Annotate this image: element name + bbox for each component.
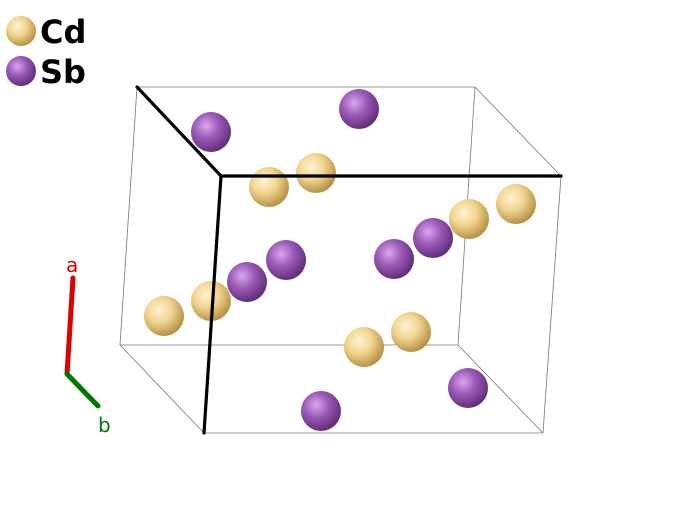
legend-item-cd: Cd bbox=[6, 13, 86, 51]
cell-edge-bold bbox=[135, 85, 223, 178]
unit-cell-bold-edges bbox=[135, 85, 563, 435]
atom-cd[interactable] bbox=[449, 199, 489, 239]
legend-item-sb: Sb bbox=[6, 53, 86, 91]
atom-sb[interactable] bbox=[266, 240, 306, 280]
atom-cd[interactable] bbox=[496, 184, 536, 224]
legend: Cd Sb bbox=[6, 13, 86, 91]
cell-edge bbox=[119, 86, 138, 346]
atoms-layer bbox=[144, 89, 536, 431]
cell-edge bbox=[474, 86, 562, 177]
atom-cd[interactable] bbox=[191, 281, 231, 321]
cell-edge bbox=[457, 344, 544, 434]
atom-sb[interactable] bbox=[191, 112, 231, 152]
atom-sb[interactable] bbox=[374, 239, 414, 279]
atom-cd[interactable] bbox=[391, 312, 431, 352]
atom-cd[interactable] bbox=[344, 327, 384, 367]
legend-label-cd: Cd bbox=[40, 13, 86, 51]
cd-swatch-icon bbox=[6, 16, 36, 46]
atom-sb[interactable] bbox=[301, 391, 341, 431]
axis-b-line bbox=[64, 371, 101, 409]
axis-a-label: a bbox=[66, 253, 78, 277]
atom-cd[interactable] bbox=[249, 167, 289, 207]
unit-cell-thin-edges bbox=[119, 86, 562, 434]
atom-sb[interactable] bbox=[448, 368, 488, 408]
cell-edge bbox=[119, 344, 205, 434]
atom-sb[interactable] bbox=[339, 89, 379, 129]
atom-sb[interactable] bbox=[227, 262, 267, 302]
legend-label-sb: Sb bbox=[40, 53, 86, 91]
atom-cd[interactable] bbox=[144, 296, 184, 336]
axis-b-label: b bbox=[98, 413, 111, 437]
axis-indicator: a b bbox=[64, 253, 111, 437]
cell-edge bbox=[542, 175, 562, 434]
cell-edge-bold bbox=[202, 174, 223, 435]
axis-a-line bbox=[64, 275, 76, 377]
sb-swatch-icon bbox=[6, 56, 36, 86]
atom-sb[interactable] bbox=[413, 218, 453, 258]
atom-cd[interactable] bbox=[296, 153, 336, 193]
